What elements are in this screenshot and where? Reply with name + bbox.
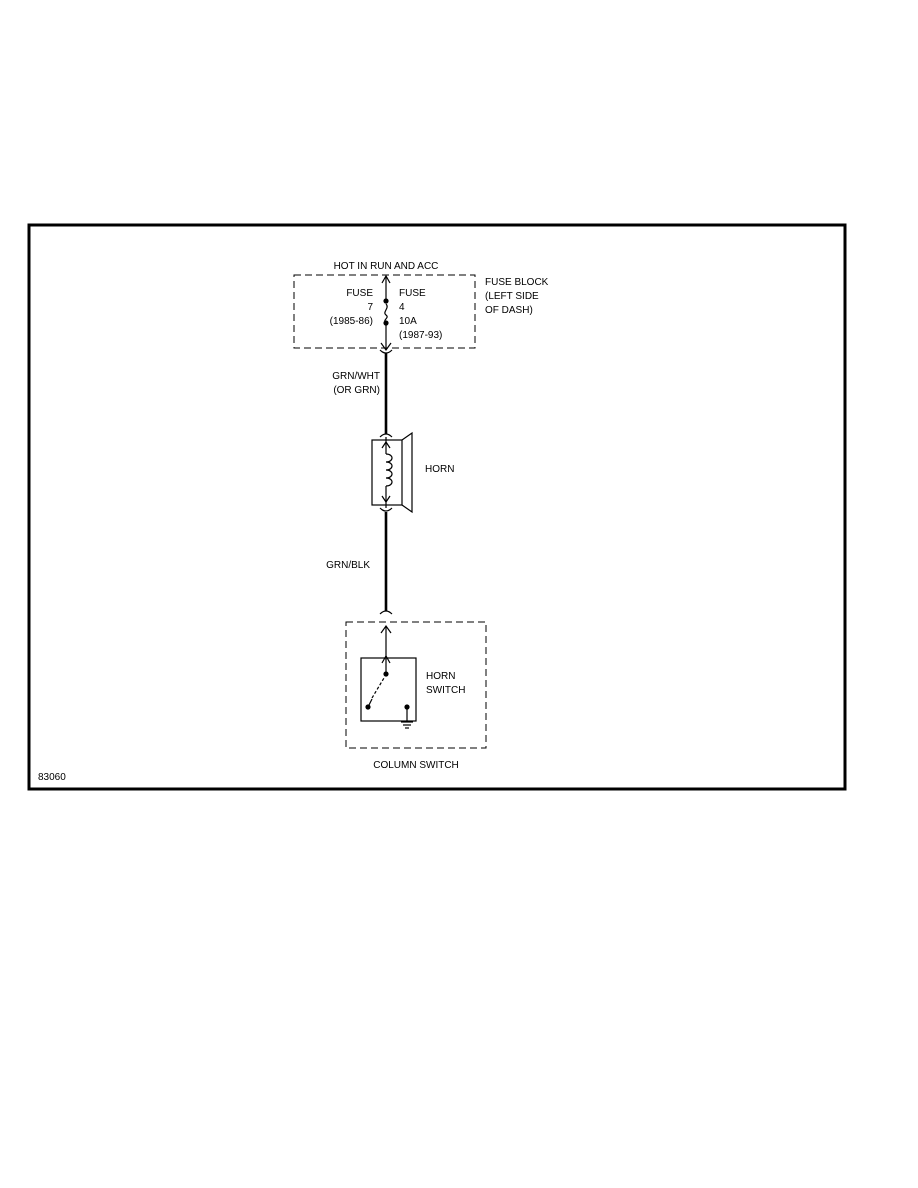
fuse-block-label-line2: (LEFT SIDE — [485, 291, 539, 302]
fuse-element-icon — [384, 303, 388, 323]
fuse-b-label-line3: 10A — [399, 316, 417, 327]
horn-label: HORN — [425, 464, 454, 475]
fuse-block-connector-arrow — [380, 342, 392, 352]
column-switch-connector-cup — [379, 610, 393, 615]
hot-in-run-and-acc-label: HOT IN RUN AND ACC — [334, 261, 439, 272]
fuse-b-label-line2: 4 — [399, 302, 405, 313]
horn-coil-icon — [385, 453, 393, 487]
diagram-frame — [27, 223, 847, 791]
horn-internal-arrow-down — [381, 495, 391, 504]
horn-switch-contact-lead — [367, 698, 373, 708]
wire-grn-blk-label: GRN/BLK — [326, 560, 370, 571]
fuse-block-label-line3: OF DASH) — [485, 305, 533, 316]
horn-switch-contact-top — [383, 671, 389, 677]
fuse-a-label-line3: (1985-86) — [330, 316, 373, 327]
horn-bell-icon — [401, 431, 413, 514]
wire-grn-wht-label-line2: (OR GRN) — [333, 385, 380, 396]
wire-grn-wht-label-line1: GRN/WHT — [332, 371, 380, 382]
fuse-a-label-line1: FUSE — [346, 288, 373, 299]
figure-number: 83060 — [38, 772, 66, 783]
horn-switch-label-line2: SWITCH — [426, 685, 465, 696]
horn-switch-lever-icon — [371, 677, 385, 699]
ground-icon — [401, 721, 413, 729]
fuse-b-label-line1: FUSE — [399, 288, 426, 299]
fuse-b-label-line4: (1987-93) — [399, 330, 442, 341]
horn-connector-top — [379, 433, 393, 438]
fuse-block-box — [293, 274, 476, 349]
horn-icon — [371, 439, 403, 506]
fuse-a-label-line2: 7 — [367, 302, 373, 313]
horn-connector-bottom — [379, 507, 393, 512]
horn-switch-label-line1: HORN — [426, 671, 455, 682]
horn-internal-arrow-up — [381, 440, 391, 449]
fuse-terminal-top — [383, 298, 389, 304]
fuse-block-label-line1: FUSE BLOCK — [485, 277, 549, 288]
column-switch-box — [345, 621, 487, 749]
column-switch-label: COLUMN SWITCH — [373, 760, 459, 771]
horn-switch-box — [360, 657, 417, 722]
